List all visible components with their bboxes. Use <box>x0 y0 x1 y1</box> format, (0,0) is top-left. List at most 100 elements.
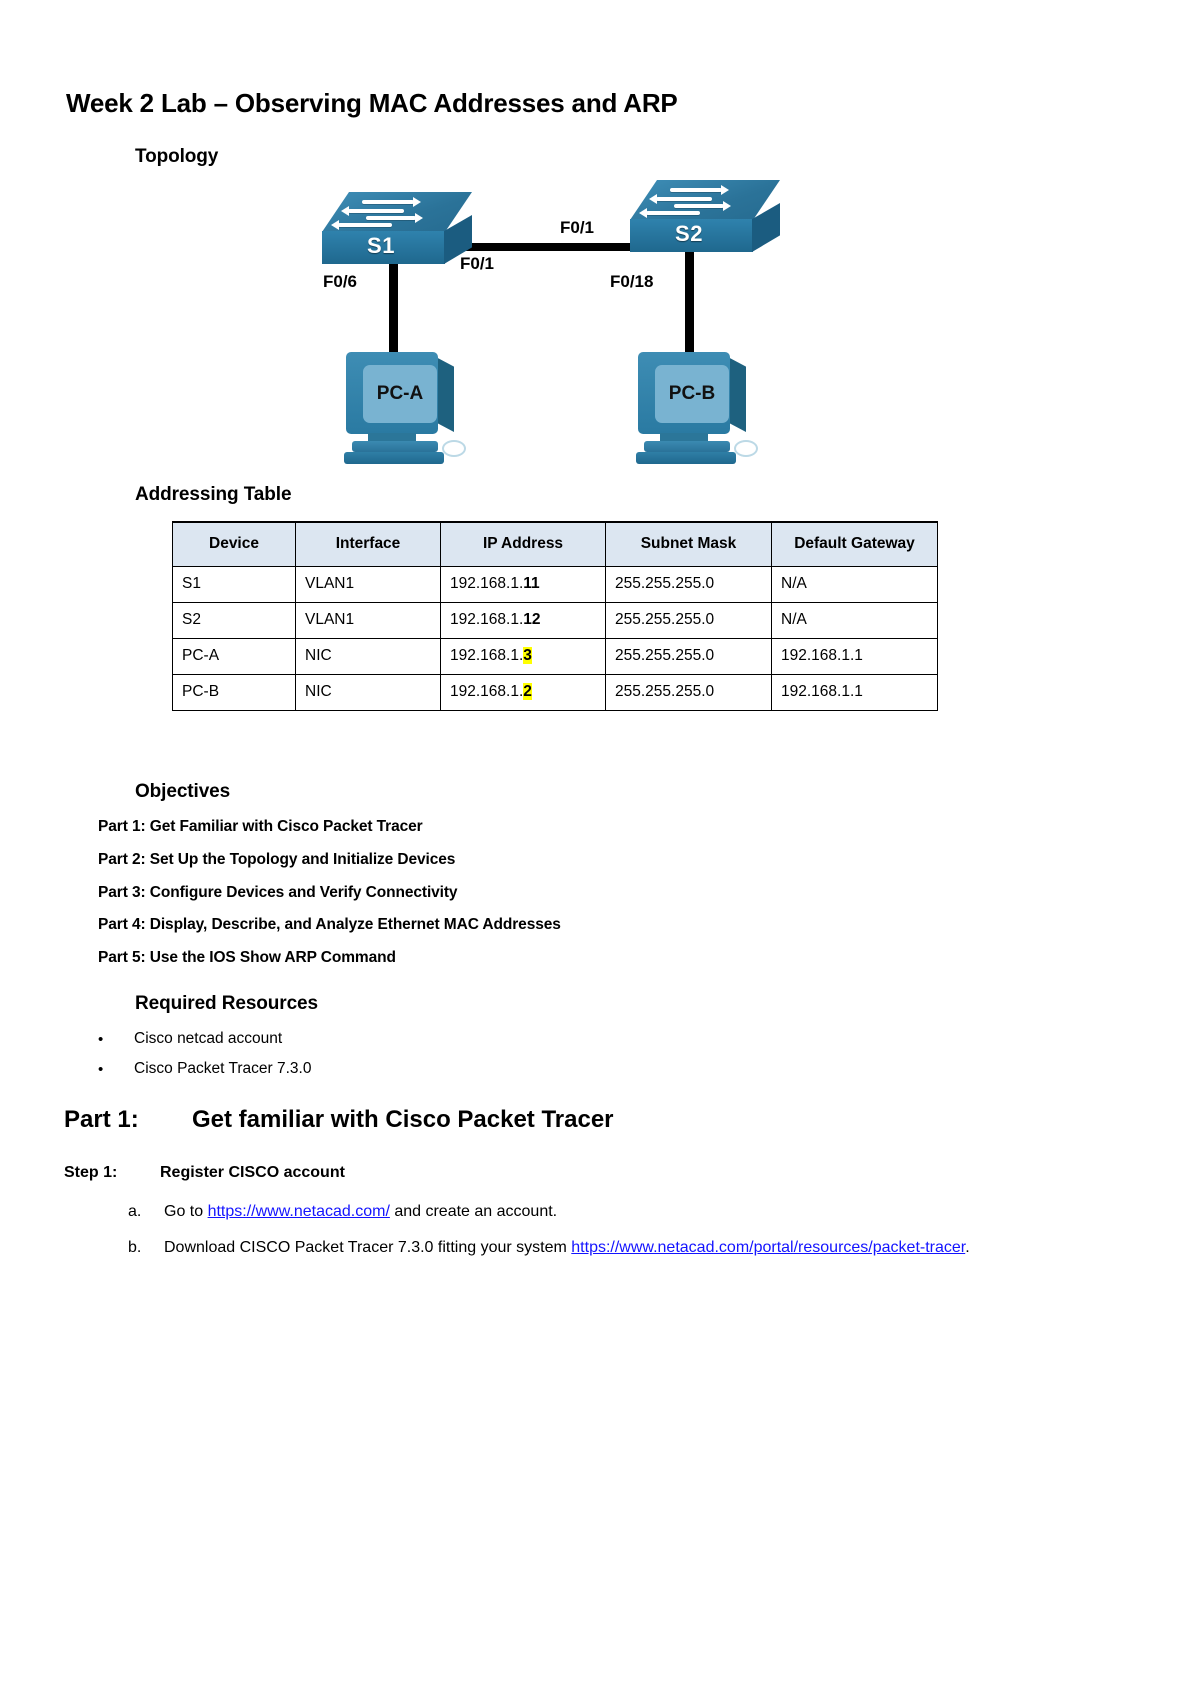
monitor-screen: PC-B <box>655 365 729 423</box>
cell-subnet-mask: 255.255.255.0 <box>605 601 772 639</box>
table-row: PC-A NIC 192.168.1.3 255.255.255.0 192.1… <box>172 637 938 675</box>
link-s2-pcb <box>685 248 694 356</box>
cell-ip-address: 192.168.1.11 <box>440 565 606 603</box>
mouse-icon <box>442 440 466 457</box>
cell-default-gateway: 192.168.1.1 <box>771 637 938 675</box>
monitor-neck <box>660 433 708 443</box>
monitor-base-lower <box>344 452 444 464</box>
switch-front-face <box>322 231 445 264</box>
ip-last-octet: 12 <box>523 611 541 628</box>
step-1-title: Register CISCO account <box>160 1164 345 1181</box>
cell-interface: VLAN1 <box>295 601 441 639</box>
switch-s1-label: S1 <box>367 233 395 258</box>
list-item-body: Download CISCO Packet Tracer 7.3.0 fitti… <box>164 1235 970 1260</box>
addressing-table-heading: Addressing Table <box>135 484 292 505</box>
page-title: Week 2 Lab – Observing MAC Addresses and… <box>66 88 678 118</box>
cell-ip-address: 192.168.1.12 <box>440 601 606 639</box>
cell-interface: NIC <box>295 637 441 675</box>
text-after-link: and create an account. <box>389 1203 558 1220</box>
monitor-neck <box>368 433 416 443</box>
cell-subnet-mask: 255.255.255.0 <box>605 673 772 711</box>
monitor-bezel: PC-B <box>638 352 730 434</box>
cell-device: S2 <box>172 601 296 639</box>
port-label-s2-trunk: F0/1 <box>560 218 595 237</box>
ip-last-octet: 11 <box>523 575 540 592</box>
bullet-icon: • <box>98 1061 104 1078</box>
resource-label: Cisco Packet Tracer 7.3.0 <box>134 1060 312 1077</box>
ip-last-octet-highlighted: 3 <box>523 647 532 664</box>
switch-front-face <box>630 219 753 252</box>
table-header-row: Device Interface IP Address Subnet Mask … <box>172 521 938 567</box>
column-header-interface: Interface <box>295 521 441 567</box>
pc-a-icon: PC-A <box>338 348 466 466</box>
part-1-number: Part 1: <box>64 1106 139 1133</box>
objective-part-1: Part 1: Get Familiar with Cisco Packet T… <box>98 818 423 835</box>
text-after-link: . <box>965 1239 970 1256</box>
switch-s2-label: S2 <box>675 221 703 246</box>
list-marker: a. <box>128 1203 142 1220</box>
cell-device: S1 <box>172 565 296 603</box>
column-header-ip-address: IP Address <box>440 521 606 567</box>
monitor-bezel: PC-A <box>346 352 438 434</box>
ip-last-octet-highlighted: 2 <box>523 683 532 700</box>
step-1-heading: Step 1: Register CISCO account <box>64 1164 345 1182</box>
part-1-title: Get familiar with Cisco Packet Tracer <box>192 1106 614 1133</box>
cell-subnet-mask: 255.255.255.0 <box>605 565 772 603</box>
table-row: S1 VLAN1 192.168.1.11 255.255.255.0 N/A <box>172 565 938 603</box>
resource-label: Cisco netcad account <box>134 1030 283 1047</box>
switch-arrow-icon <box>331 220 392 230</box>
switch-arrow-icon <box>649 194 712 204</box>
pc-a-label: PC-A <box>376 383 424 404</box>
text-before-link: Go to <box>164 1203 208 1220</box>
ip-prefix: 192.168.1. <box>450 683 524 700</box>
objectives-heading: Objectives <box>135 781 231 802</box>
step-1-number: Step 1: <box>64 1164 118 1181</box>
cell-interface: NIC <box>295 673 441 711</box>
switch-arrow-icon <box>670 185 729 195</box>
monitor-base-upper <box>644 441 730 452</box>
link-s1-pca <box>389 248 398 358</box>
objective-part-2: Part 2: Set Up the Topology and Initiali… <box>98 851 456 868</box>
table-row: PC-B NIC 192.168.1.2 255.255.255.0 192.1… <box>172 673 938 711</box>
monitor-base-upper <box>352 441 438 452</box>
port-label-s2-to-pcb: F0/18 <box>610 272 654 291</box>
addressing-table: Device Interface IP Address Subnet Mask … <box>172 521 938 711</box>
part-1-heading: Part 1: Get familiar with Cisco Packet Tr… <box>64 1106 614 1134</box>
switch-s2-icon: S2 <box>630 180 780 260</box>
ip-prefix: 192.168.1. <box>450 647 524 664</box>
cell-default-gateway: N/A <box>771 565 938 603</box>
mouse-icon <box>734 440 758 457</box>
packet-tracer-download-link[interactable]: https://www.netacad.com/portal/resources… <box>571 1239 966 1256</box>
list-marker: b. <box>128 1239 142 1256</box>
switch-arrow-icon <box>366 213 423 223</box>
table-row: S2 VLAN1 192.168.1.12 255.255.255.0 N/A <box>172 601 938 639</box>
switch-s1-icon: S1 <box>322 192 472 272</box>
ip-prefix: 192.168.1. <box>450 575 524 592</box>
cell-ip-address: 192.168.1.3 <box>440 637 606 675</box>
cell-device: PC-A <box>172 637 296 675</box>
text-before-link: Download CISCO Packet Tracer 7.3.0 fitti… <box>164 1239 572 1256</box>
monitor-side <box>434 356 454 432</box>
cell-default-gateway: 192.168.1.1 <box>771 673 938 711</box>
column-header-device: Device <box>172 521 296 567</box>
required-resources-heading: Required Resources <box>135 993 318 1014</box>
pc-b-icon: PC-B <box>630 348 758 466</box>
column-header-default-gateway: Default Gateway <box>771 521 938 567</box>
monitor-side <box>726 356 746 432</box>
cell-subnet-mask: 255.255.255.0 <box>605 637 772 675</box>
cell-interface: VLAN1 <box>295 565 441 603</box>
port-label-s1-trunk: F0/1 <box>460 254 495 273</box>
monitor-screen: PC-A <box>363 365 437 423</box>
ip-prefix: 192.168.1. <box>450 611 524 628</box>
netacad-link[interactable]: https://www.netacad.com/ <box>207 1203 390 1220</box>
switch-arrow-icon <box>362 197 421 207</box>
monitor-base-lower <box>636 452 736 464</box>
cell-default-gateway: N/A <box>771 601 938 639</box>
cell-ip-address: 192.168.1.2 <box>440 673 606 711</box>
topology-heading: Topology <box>135 146 219 167</box>
port-label-s1-to-pca: F0/6 <box>323 272 358 291</box>
bullet-icon: • <box>98 1031 104 1048</box>
pc-b-label: PC-B <box>668 383 716 404</box>
list-item-body: Go to https://www.netacad.com/ and creat… <box>164 1199 557 1224</box>
